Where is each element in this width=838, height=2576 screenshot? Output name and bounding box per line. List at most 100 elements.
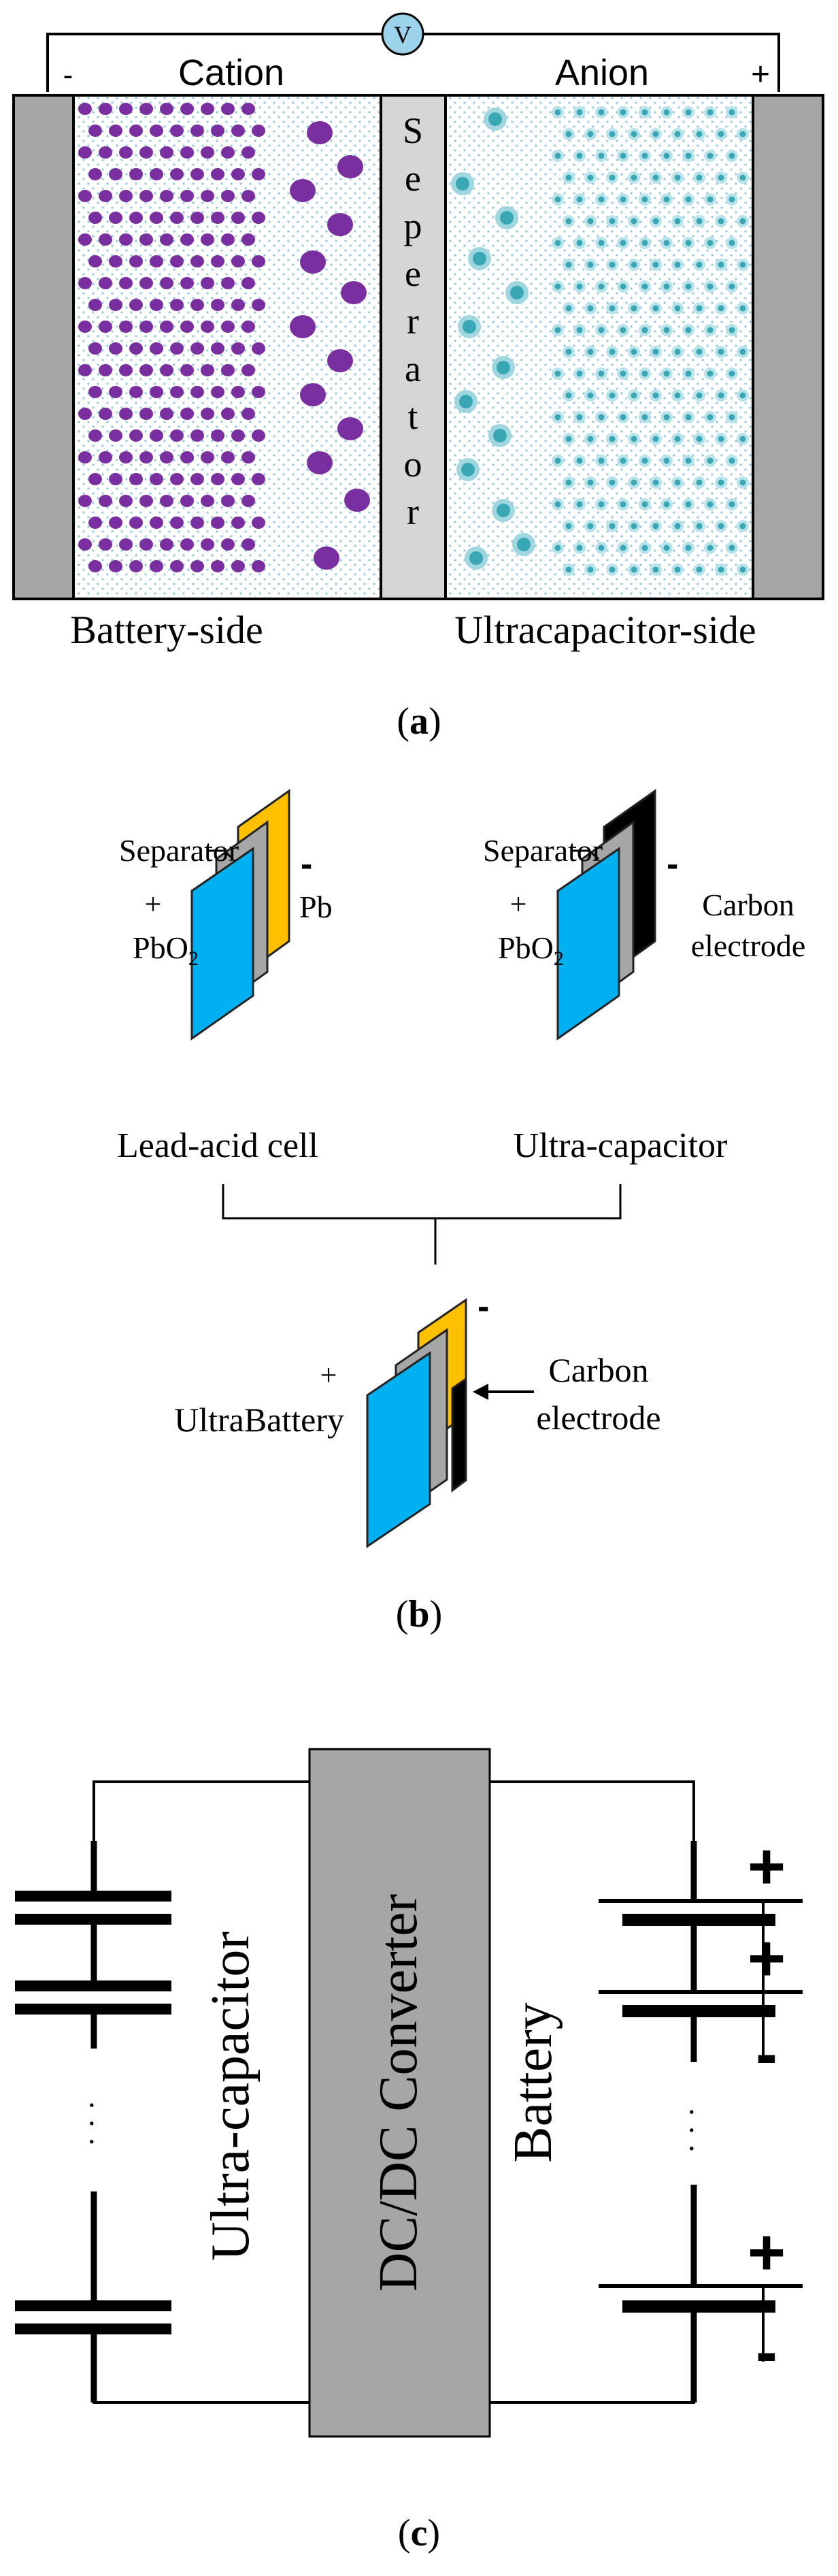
cation-particle: [190, 342, 204, 355]
anion-core: [565, 305, 572, 312]
anion-core: [641, 544, 648, 551]
cation-particle: [88, 212, 102, 224]
anion-core: [587, 566, 594, 573]
panel-a: V - Cation Anion + S e p e r a t o r Bat…: [12, 12, 824, 743]
anion-core: [674, 218, 681, 225]
cation-particle: [241, 103, 255, 115]
pb-label: Pb: [299, 890, 333, 924]
minus-sign: -: [756, 2315, 777, 2388]
cation-particle: [109, 517, 122, 529]
cation-particle: [78, 277, 92, 289]
cation-particle: [211, 168, 224, 180]
anion-core: [609, 436, 616, 442]
cation-particle: [190, 473, 204, 485]
carbon-plate: [451, 1377, 467, 1493]
cation-particle: [170, 386, 184, 398]
anion-core: [598, 283, 605, 290]
cation-particle: [160, 233, 173, 246]
anion-core: [620, 283, 626, 290]
cation-particle: [231, 125, 245, 137]
anion-core: [696, 174, 703, 181]
pbo2-label: PbO2: [133, 930, 199, 970]
cation-particle: [252, 560, 265, 572]
cation-particle: [78, 495, 92, 507]
cation-particle: [221, 538, 235, 551]
cation-particle: [119, 277, 133, 289]
anion-core: [728, 370, 735, 377]
panel-b: Separator + PbO2 - Pb Lead-acid cell Sep…: [117, 789, 805, 1635]
anion-core: [565, 436, 572, 442]
cation-particle: [211, 473, 224, 485]
cation-particle: [160, 190, 173, 202]
anion-core: [728, 457, 735, 464]
anion-core: [609, 479, 616, 486]
anion-core: [554, 414, 561, 421]
cation-particle: [160, 495, 173, 507]
cation-particle: [160, 146, 173, 159]
cation-particle: [139, 146, 153, 159]
anion-core: [620, 152, 626, 159]
anion-core: [587, 218, 594, 225]
cation-particle: [341, 281, 367, 304]
cation-particle: [160, 103, 173, 115]
positive-plate: [366, 1351, 431, 1548]
right-wire-bottom: [490, 2338, 695, 2404]
positive-plate: [190, 847, 254, 1041]
anion-core: [696, 392, 703, 399]
pbo2-label: PbO2: [498, 930, 564, 970]
anion-core: [609, 348, 616, 355]
converter-label: DC/DC Converter: [369, 1894, 429, 2292]
cation-particle: [300, 383, 326, 406]
cation-particle: [337, 155, 363, 178]
cation-particle: [150, 517, 163, 529]
anion-core: [565, 174, 572, 181]
cation-particle: [201, 408, 214, 420]
cation-particle: [190, 386, 204, 398]
cation-particle: [180, 103, 194, 115]
anion-core: [609, 261, 616, 268]
cation-particle: [190, 429, 204, 442]
anion-core: [598, 152, 605, 159]
anion-core: [463, 320, 476, 333]
minus-label: -: [667, 845, 678, 884]
cation-particle: [78, 451, 92, 463]
cation-particle: [119, 495, 133, 507]
battery-stack: · · · + + - + -: [599, 1830, 803, 2402]
cation-particle: [307, 451, 333, 474]
anion-core: [739, 218, 746, 225]
anion-core: [620, 327, 626, 333]
anion-core: [728, 240, 735, 246]
plus-sign: +: [748, 1830, 786, 1903]
cation-particle: [201, 103, 214, 115]
ultracapacitor-side-label: Ultracapacitor-side: [454, 608, 756, 652]
cation-particle: [99, 277, 112, 289]
cation-particle: [211, 560, 224, 572]
cation-particle: [129, 386, 143, 398]
anion-core: [587, 305, 594, 312]
plus-sign: +: [748, 2216, 786, 2289]
anion-label: Anion: [555, 52, 649, 93]
cation-particle: [180, 190, 194, 202]
cation-particle: [170, 168, 184, 180]
cation-particle: [307, 121, 333, 144]
anion-core: [674, 436, 681, 442]
cation-particle: [139, 538, 153, 551]
cation-particle: [139, 408, 153, 420]
cation-particle: [180, 321, 194, 333]
anion-core: [663, 283, 670, 290]
cation-particle: [119, 233, 133, 246]
separator: [380, 94, 447, 600]
cation-particle: [252, 125, 265, 137]
voltmeter: [381, 12, 424, 56]
cation-particle: [150, 342, 163, 355]
svg-text:o: o: [404, 444, 422, 485]
cation-particle: [170, 212, 184, 224]
anion-core: [609, 392, 616, 399]
anion-core: [707, 414, 714, 421]
cation-particle: [170, 429, 184, 442]
cation-particle: [170, 473, 184, 485]
anion-core: [663, 196, 670, 203]
anion-core: [652, 566, 659, 573]
cation-particle: [109, 342, 122, 355]
cation-particle: [139, 321, 153, 333]
